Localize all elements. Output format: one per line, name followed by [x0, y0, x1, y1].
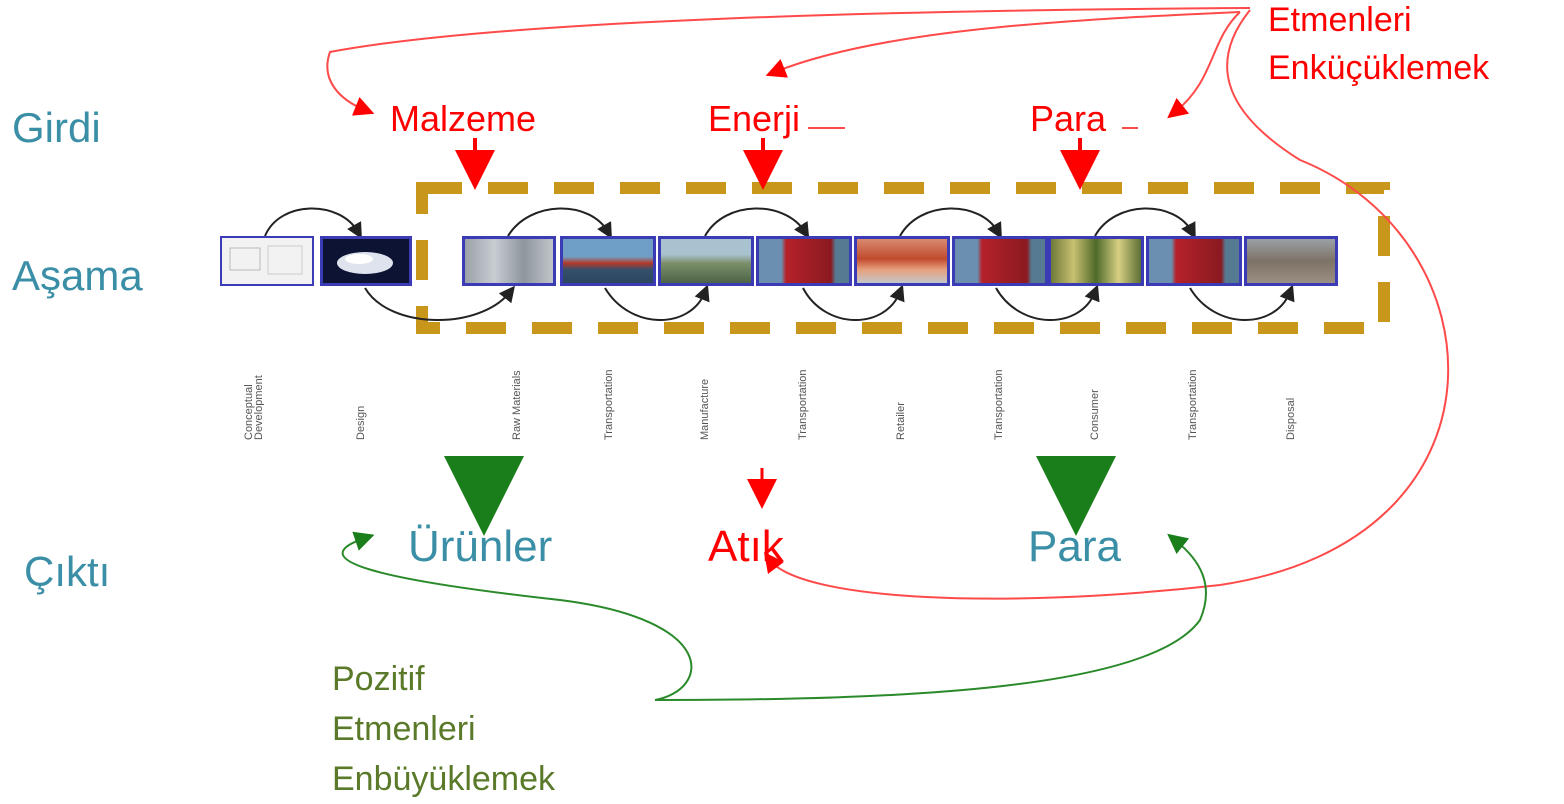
negative-connector-money	[1167, 11, 1241, 119]
stage-image-conceptual	[220, 236, 314, 286]
negative-connector-material	[326, 7, 1251, 116]
stage-label-consumer: Consumer	[1090, 389, 1101, 440]
system-boundary-box	[416, 182, 1390, 334]
stage-image-truck-3	[1146, 236, 1242, 286]
positive-connector-products	[341, 531, 693, 701]
output-arrows	[444, 456, 1116, 536]
stage-label-retailer: Retailer	[896, 402, 907, 440]
stage-image-factory	[658, 236, 754, 286]
stage-label-transportation-2: Transportation	[798, 369, 809, 440]
row-label-stage: Aşama	[12, 252, 143, 299]
stage-image-store	[854, 236, 950, 286]
stage-label-conceptual: Conceptual Development	[244, 375, 264, 440]
stage-label-disposal: Disposal	[1286, 397, 1297, 440]
input-material: Malzeme	[390, 98, 537, 139]
stage-image-truck-1	[756, 236, 852, 286]
stage-image-design	[320, 236, 412, 286]
stage-image-landfill	[1244, 236, 1338, 286]
sketch-icon	[229, 245, 303, 275]
product-render-icon	[337, 252, 393, 274]
stage-label-transportation-4: Transportation	[1188, 369, 1199, 440]
input-energy: Enerji	[708, 98, 801, 139]
positive-annotation-line2: Etmenleri	[332, 710, 476, 748]
negative-connector-energy	[765, 11, 1241, 78]
negative-connector-waste	[763, 9, 1450, 600]
row-label-output: Çıktı	[24, 548, 111, 595]
stage-image-consumer	[1048, 236, 1144, 286]
output-waste: Atık	[708, 522, 784, 571]
negative-annotation-line2: Enküçüklemek	[1268, 49, 1490, 87]
positive-annotation-line1: Pozitif	[332, 660, 425, 698]
stage-label-manufacture: Manufacture	[700, 378, 711, 440]
positive-annotation-line3: Enbüyüklemek	[332, 760, 556, 798]
stage-label-transportation-1: Transportation	[604, 369, 615, 440]
negative-annotation: Etmenleri Enküçüklemek	[1268, 0, 1489, 92]
stage-label-raw-materials: Raw Materials	[512, 370, 523, 440]
negative-annotation-line1: Etmenleri	[1268, 1, 1412, 39]
stage-image-raw-materials	[462, 236, 556, 286]
output-money: Para	[1028, 522, 1121, 571]
stage-image-truck-2	[952, 236, 1048, 286]
input-arrows	[455, 138, 1100, 190]
positive-connector-money	[654, 533, 1207, 701]
input-money: Para	[1030, 98, 1107, 139]
stage-label-design: Design	[356, 405, 367, 440]
row-label-input: Girdi	[12, 104, 101, 151]
stage-flow-arrows	[264, 207, 1295, 321]
output-products: Ürünler	[408, 522, 553, 571]
stage-label-transportation-3: Transportation	[994, 369, 1005, 440]
positive-annotation: Pozitif Etmenleri Enbüyüklemek	[332, 654, 555, 804]
stage-image-ship	[560, 236, 656, 286]
